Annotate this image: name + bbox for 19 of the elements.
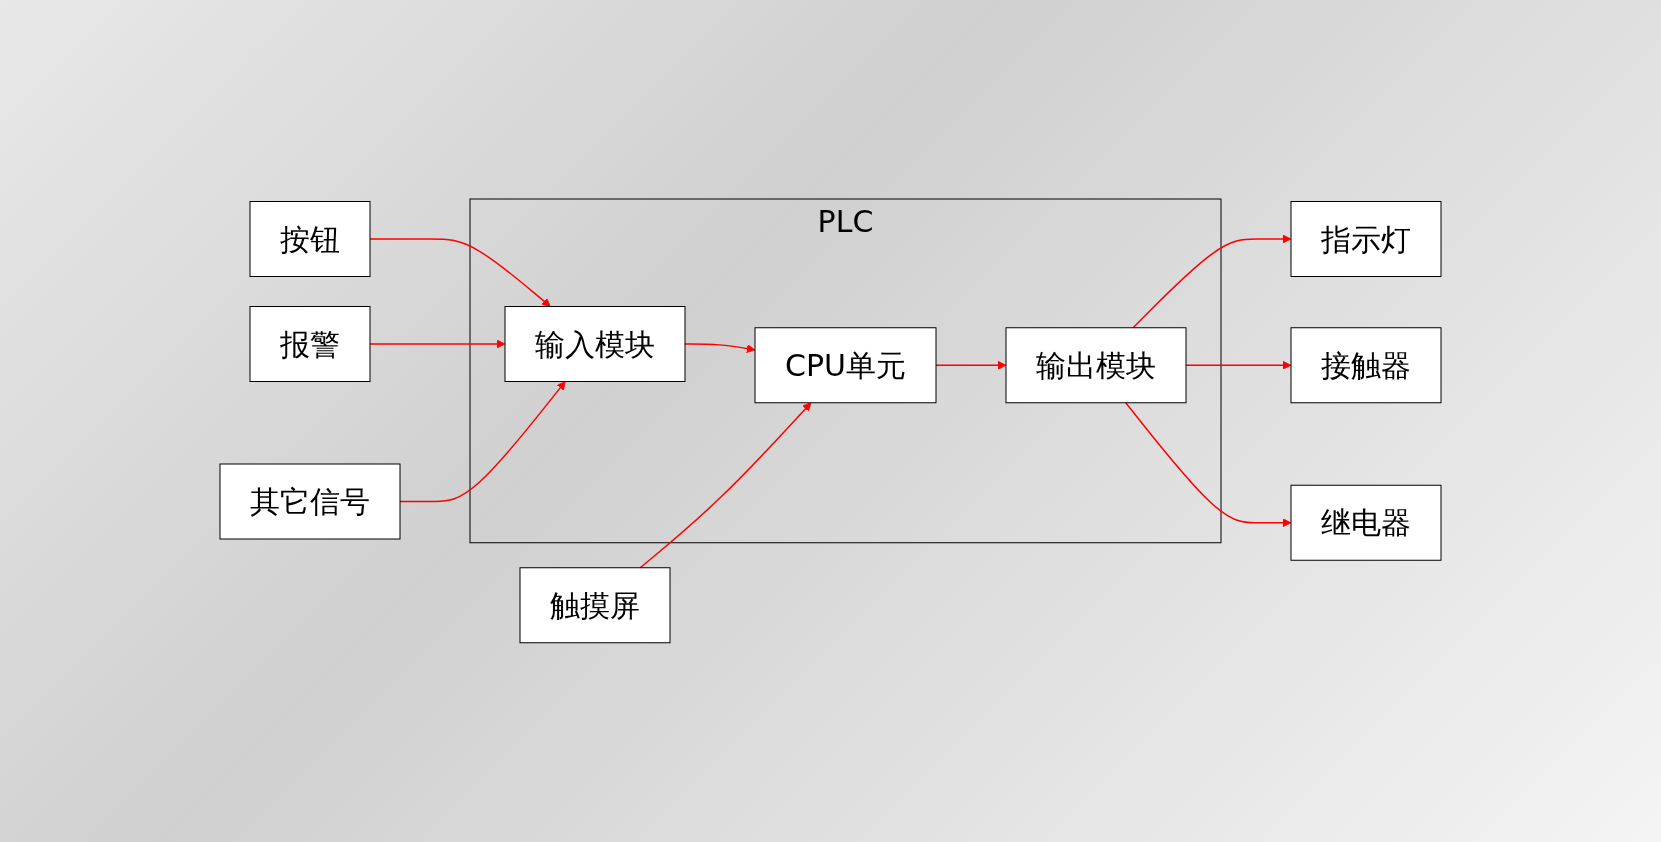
node-box: 接触器 [1290, 327, 1442, 404]
arrow [1132, 234, 1292, 329]
node-box: 继电器 [1290, 484, 1442, 561]
arrow [1125, 402, 1292, 528]
arrow [684, 343, 756, 354]
arrow [369, 339, 506, 349]
node-box: 报警 [249, 306, 371, 383]
node-box: 指示灯 [1290, 201, 1442, 278]
arrow [639, 402, 812, 569]
arrow [935, 361, 1007, 370]
node-box: 按钮 [249, 201, 371, 278]
arrow [399, 381, 566, 503]
node-box: CPU单元 [754, 327, 937, 404]
arrow [1185, 361, 1292, 370]
node-box: 触摸屏 [519, 567, 671, 644]
node-box: 其它信号 [219, 463, 401, 540]
node-box: 输入模块 [504, 306, 686, 383]
node-box: 输出模块 [1005, 327, 1187, 404]
arrow [369, 238, 551, 307]
